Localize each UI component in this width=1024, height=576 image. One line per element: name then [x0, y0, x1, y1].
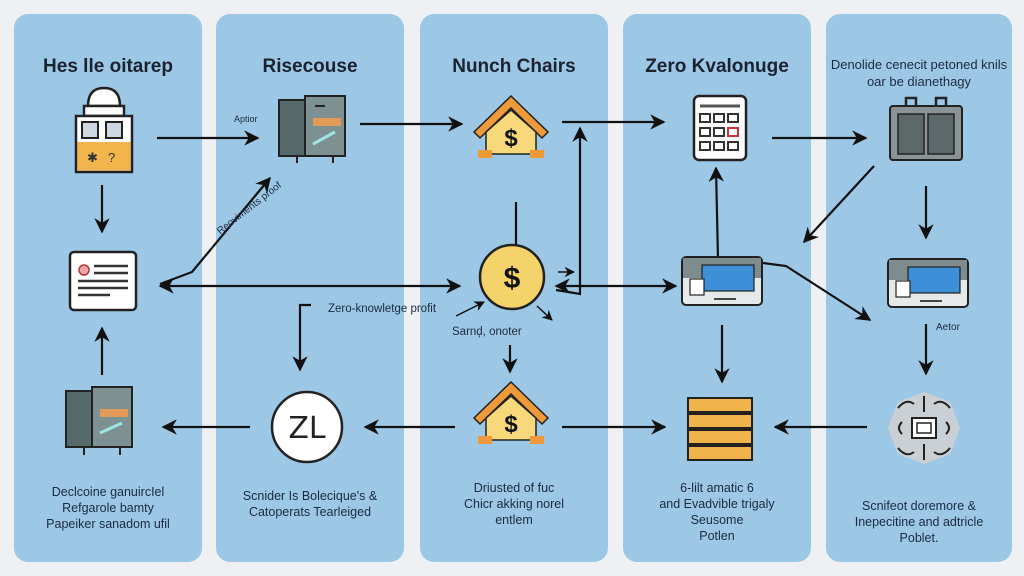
label-zk-proof: Zero-knowletge profit — [328, 303, 437, 315]
label-sandy: Sarnḑ, onoter — [452, 326, 522, 338]
column-caption-1: Declcoine ganuircIel Refgarole bamty Pap… — [46, 485, 170, 531]
arrow-binder-to-col4 — [802, 165, 875, 244]
filing-cabinet-icon — [65, 386, 133, 455]
arrow-small-2 — [455, 301, 485, 317]
label-actor: Aetor — [936, 322, 960, 333]
label-adder: Aptior — [234, 114, 258, 124]
arrow-zk-down — [292, 303, 311, 372]
column-title-4: Zero Kvalonuge — [645, 56, 789, 77]
filing-cabinet-icon — [278, 95, 346, 163]
svg-text:?: ? — [108, 150, 115, 165]
svg-text:ZL: ZL — [288, 411, 326, 446]
terminal-card-icon — [681, 256, 763, 306]
column-title-2: Risecouse — [262, 56, 358, 77]
house-dollar-icon: $ — [472, 94, 550, 158]
svg-text:$: $ — [504, 125, 518, 152]
svg-text:$: $ — [504, 262, 521, 295]
network-hub-icon — [888, 392, 960, 464]
svg-text:✱: ✱ — [87, 150, 98, 165]
binder-icon — [889, 96, 963, 161]
column-title-5: Denolide cenecit petoned knils oar be di… — [830, 57, 1008, 89]
arrow-loop-up — [555, 126, 588, 296]
column-caption-3: Driusted of fuc Chicr akking norel entle… — [463, 481, 565, 527]
column-caption-5: Scnifeot doremore & Inepecitine and adtr… — [854, 499, 984, 545]
stacked-layers-icon — [687, 397, 753, 461]
column-title-3: Nunch Chairs — [452, 56, 576, 77]
terminal-card-icon — [887, 258, 969, 308]
safe-deposit-icon: ✱ ? — [74, 86, 134, 174]
column-caption-2: Scnider Is Bolecique's & Catoperats Tear… — [242, 489, 378, 519]
house-dollar-icon: $ — [472, 380, 550, 444]
zk-logo-icon: ZL — [270, 390, 344, 464]
dollar-coin-icon: $ — [478, 243, 546, 311]
document-card-icon — [68, 250, 138, 312]
svg-text:$: $ — [504, 411, 518, 438]
column-title-1: Hes lle oitarep — [43, 56, 173, 77]
calculator-icon — [692, 94, 748, 162]
arrow-small-3 — [536, 305, 553, 321]
arrow-doc-to-cabinet-diagonal — [159, 176, 271, 286]
column-caption-4: 6-lilt amatic 6 and Evadvible trigaly Se… — [659, 481, 775, 543]
